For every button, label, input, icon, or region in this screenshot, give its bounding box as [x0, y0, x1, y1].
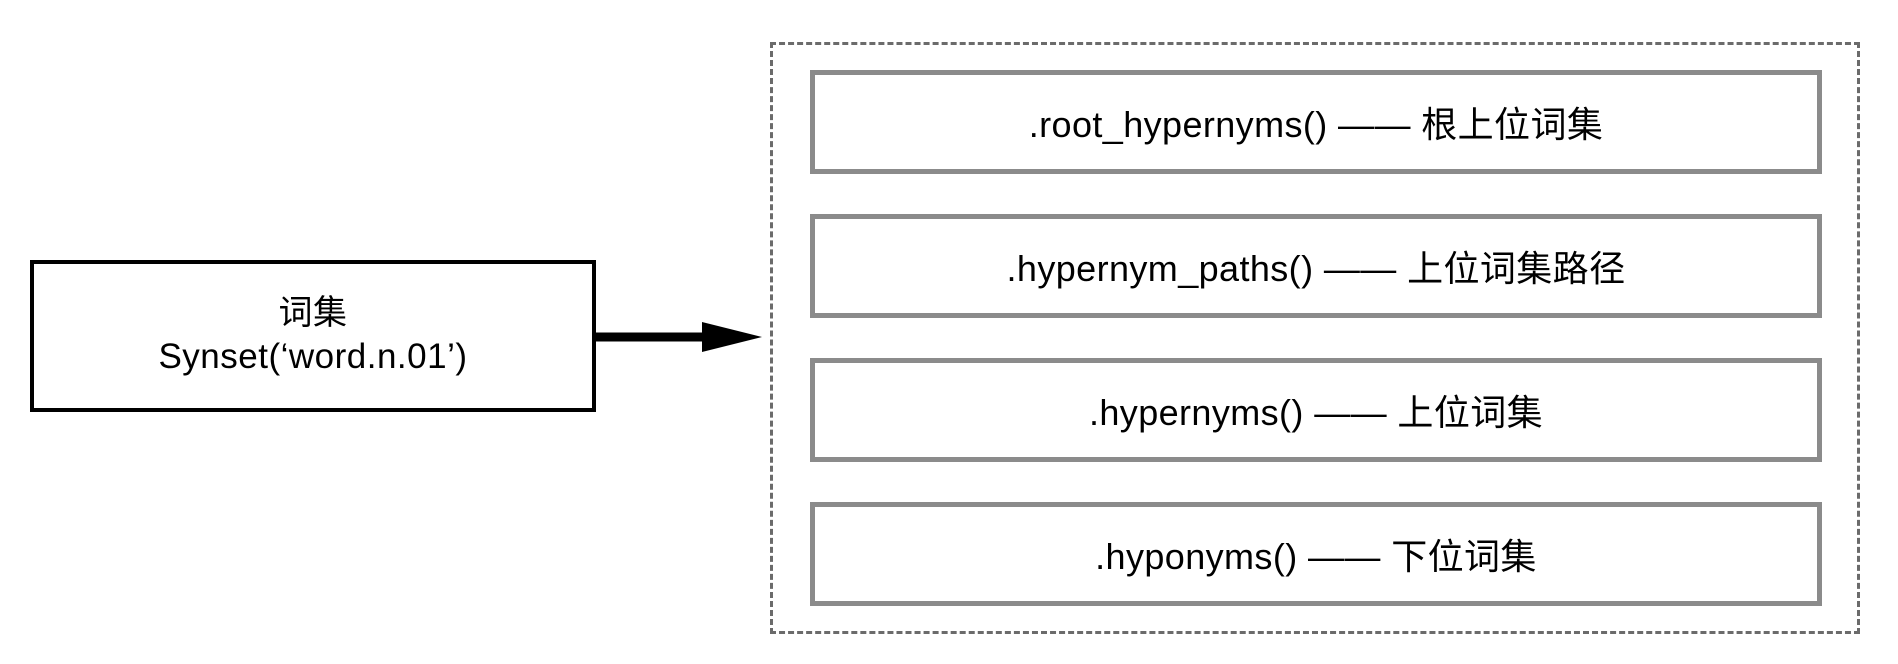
method-label: .hypernym_paths() —— 上位词集路径: [1006, 248, 1626, 289]
method-box-root-hypernyms[interactable]: .root_hypernyms() —— 根上位词集: [810, 70, 1822, 174]
methods-group-container: [770, 42, 1860, 634]
method-label: .root_hypernyms() —— 根上位词集: [1028, 104, 1604, 145]
method-box-hypernyms[interactable]: .hypernyms() —— 上位词集: [810, 358, 1822, 462]
method-box-hypernym-paths[interactable]: .hypernym_paths() —— 上位词集路径: [810, 214, 1822, 318]
arrow-connector-icon: [594, 322, 774, 352]
synset-source-node: 词集 Synset(‘word.n.01’): [30, 260, 596, 412]
methods-list: .root_hypernyms() —— 根上位词集 .hypernym_pat…: [810, 70, 1822, 606]
synset-source-code: Synset(‘word.n.01’): [158, 337, 468, 377]
method-box-hyponyms[interactable]: .hyponyms() —— 下位词集: [810, 502, 1822, 606]
synset-source-title: 词集: [278, 293, 348, 332]
method-label: .hyponyms() —— 下位词集: [1095, 536, 1537, 577]
method-label: .hypernyms() —— 上位词集: [1088, 392, 1544, 433]
